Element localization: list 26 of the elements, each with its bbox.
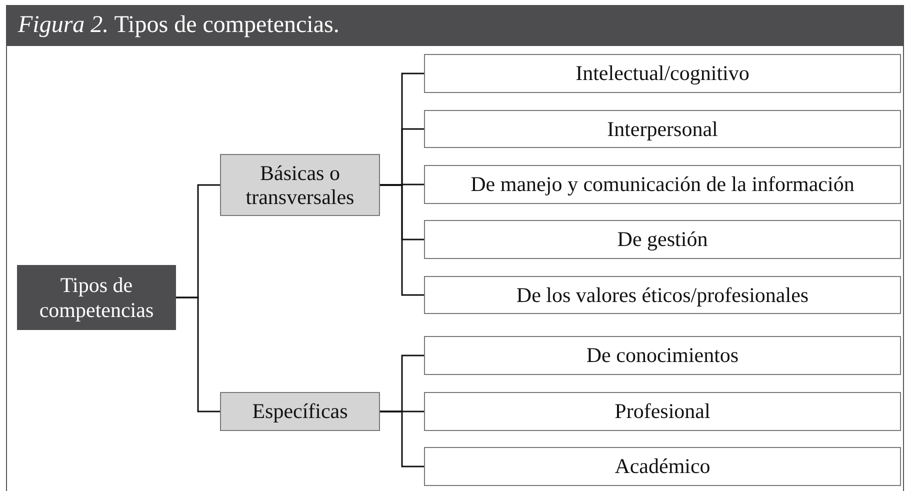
item-box bbox=[424, 54, 901, 93]
item-box bbox=[424, 110, 901, 148]
node-label: Específicas bbox=[252, 399, 348, 424]
node-label: Profesional bbox=[614, 399, 710, 424]
category-box bbox=[220, 392, 380, 431]
figure-title: Figura 2. Tipos de competencias. bbox=[6, 5, 904, 46]
item-box bbox=[424, 392, 901, 431]
item-box bbox=[424, 336, 901, 375]
item-box bbox=[424, 220, 901, 259]
connector-line bbox=[380, 410, 424, 468]
category-box bbox=[220, 154, 380, 216]
item-box bbox=[424, 276, 901, 314]
node-label: Académico bbox=[614, 454, 710, 479]
node-label: Tipos de competencias bbox=[38, 273, 155, 322]
node-label: De manejo y comunicación de la información bbox=[470, 172, 854, 197]
node-label: De conocimientos bbox=[586, 343, 739, 368]
node-label: De los valores éticos/profesionales bbox=[516, 282, 809, 308]
connector-line bbox=[176, 296, 220, 412]
root-box bbox=[17, 265, 176, 330]
node-label: Intelectual/cognitivo bbox=[576, 61, 750, 86]
connector-line bbox=[380, 184, 424, 296]
node-label: De gestión bbox=[617, 227, 708, 252]
item-box bbox=[424, 165, 901, 204]
node-label: Interpersonal bbox=[607, 116, 718, 142]
item-box bbox=[424, 447, 901, 486]
node-label: Básicas o transversales bbox=[244, 160, 356, 210]
